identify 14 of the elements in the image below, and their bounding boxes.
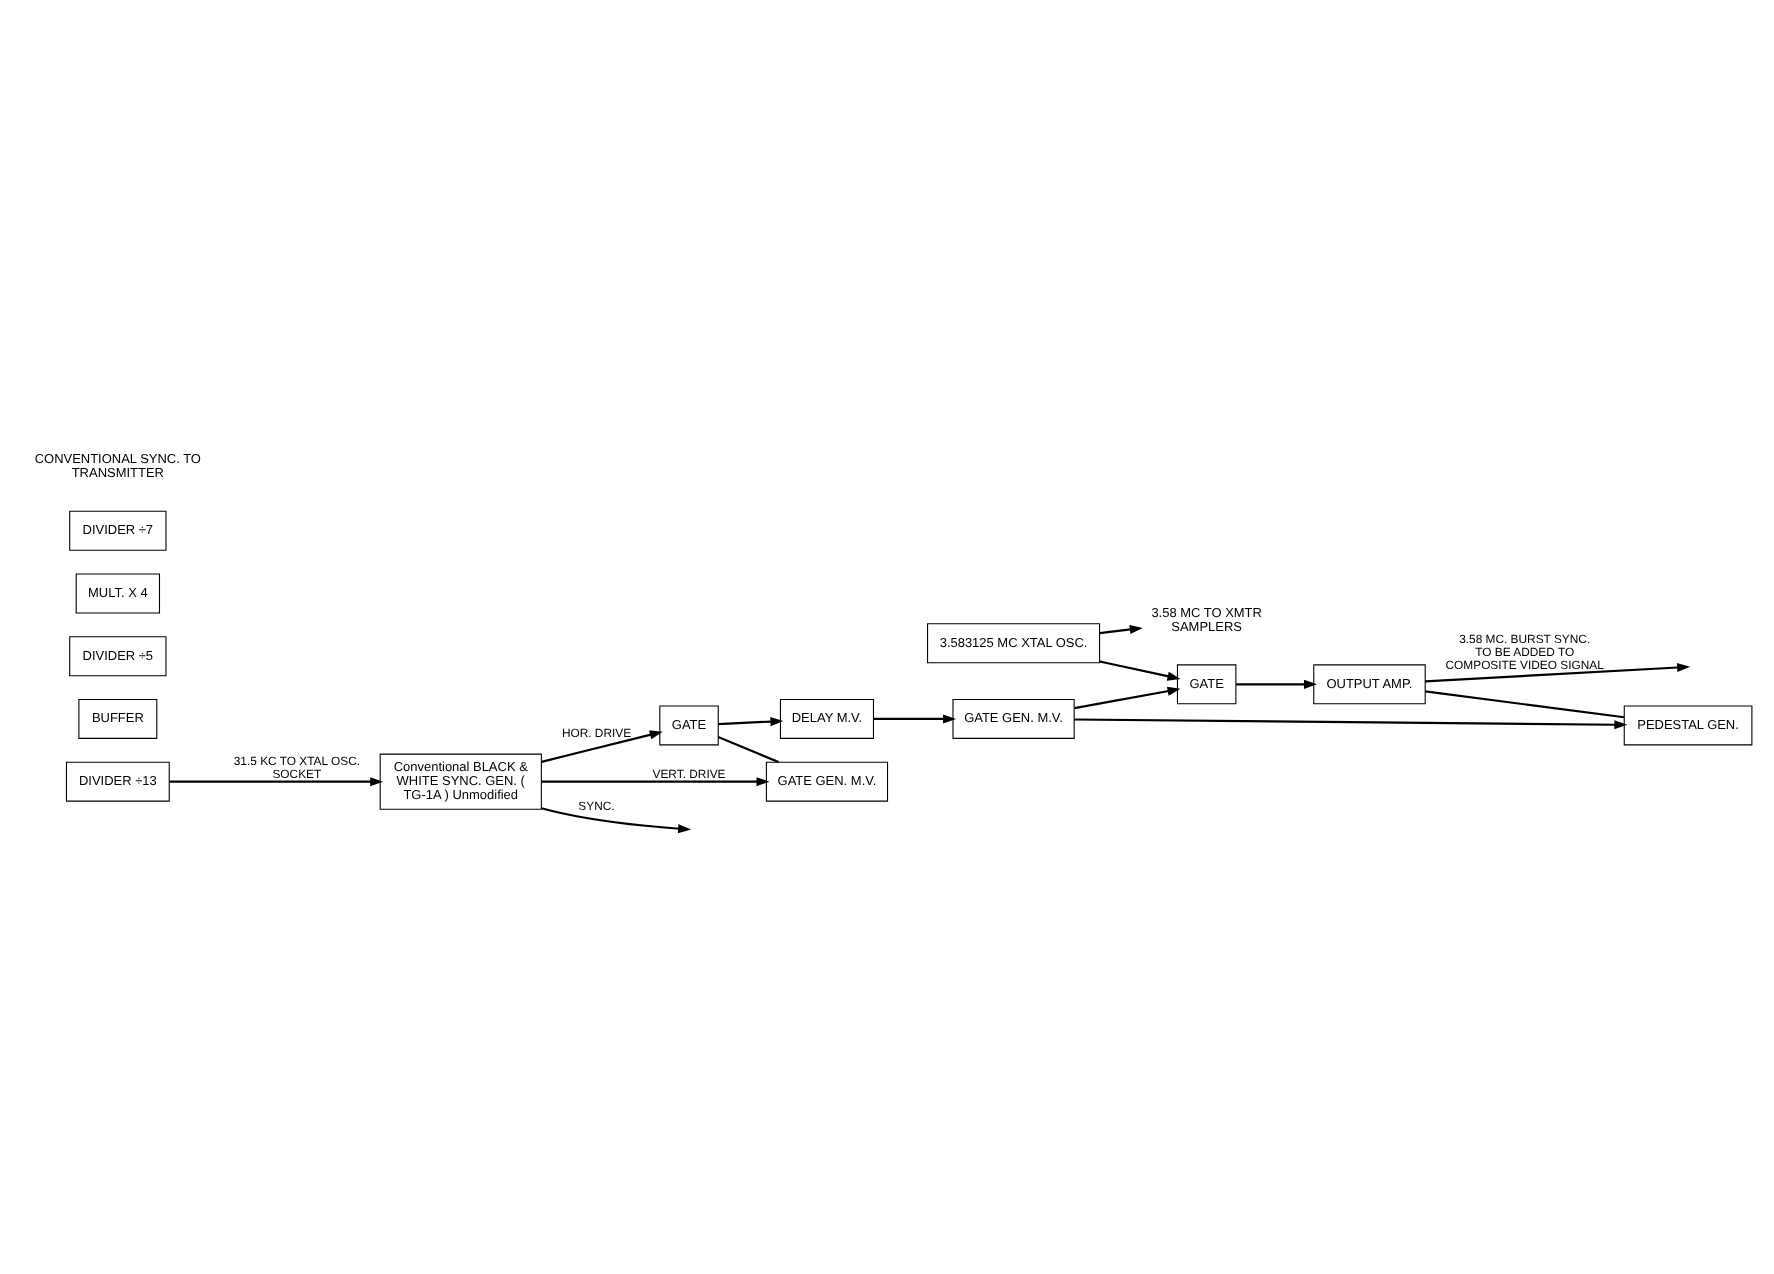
arrow xyxy=(541,806,692,833)
arrow xyxy=(541,776,770,786)
arrow xyxy=(873,713,957,723)
arrow xyxy=(1074,685,1181,709)
arrow xyxy=(541,729,663,762)
arrow xyxy=(169,776,384,786)
arrow xyxy=(1074,717,1628,729)
arrow xyxy=(718,716,784,726)
arrow xyxy=(1099,624,1143,634)
connector xyxy=(1425,689,1625,718)
arrow xyxy=(1099,659,1181,680)
arrow xyxy=(1425,662,1691,682)
connector xyxy=(717,735,779,763)
arrow xyxy=(1236,678,1317,688)
